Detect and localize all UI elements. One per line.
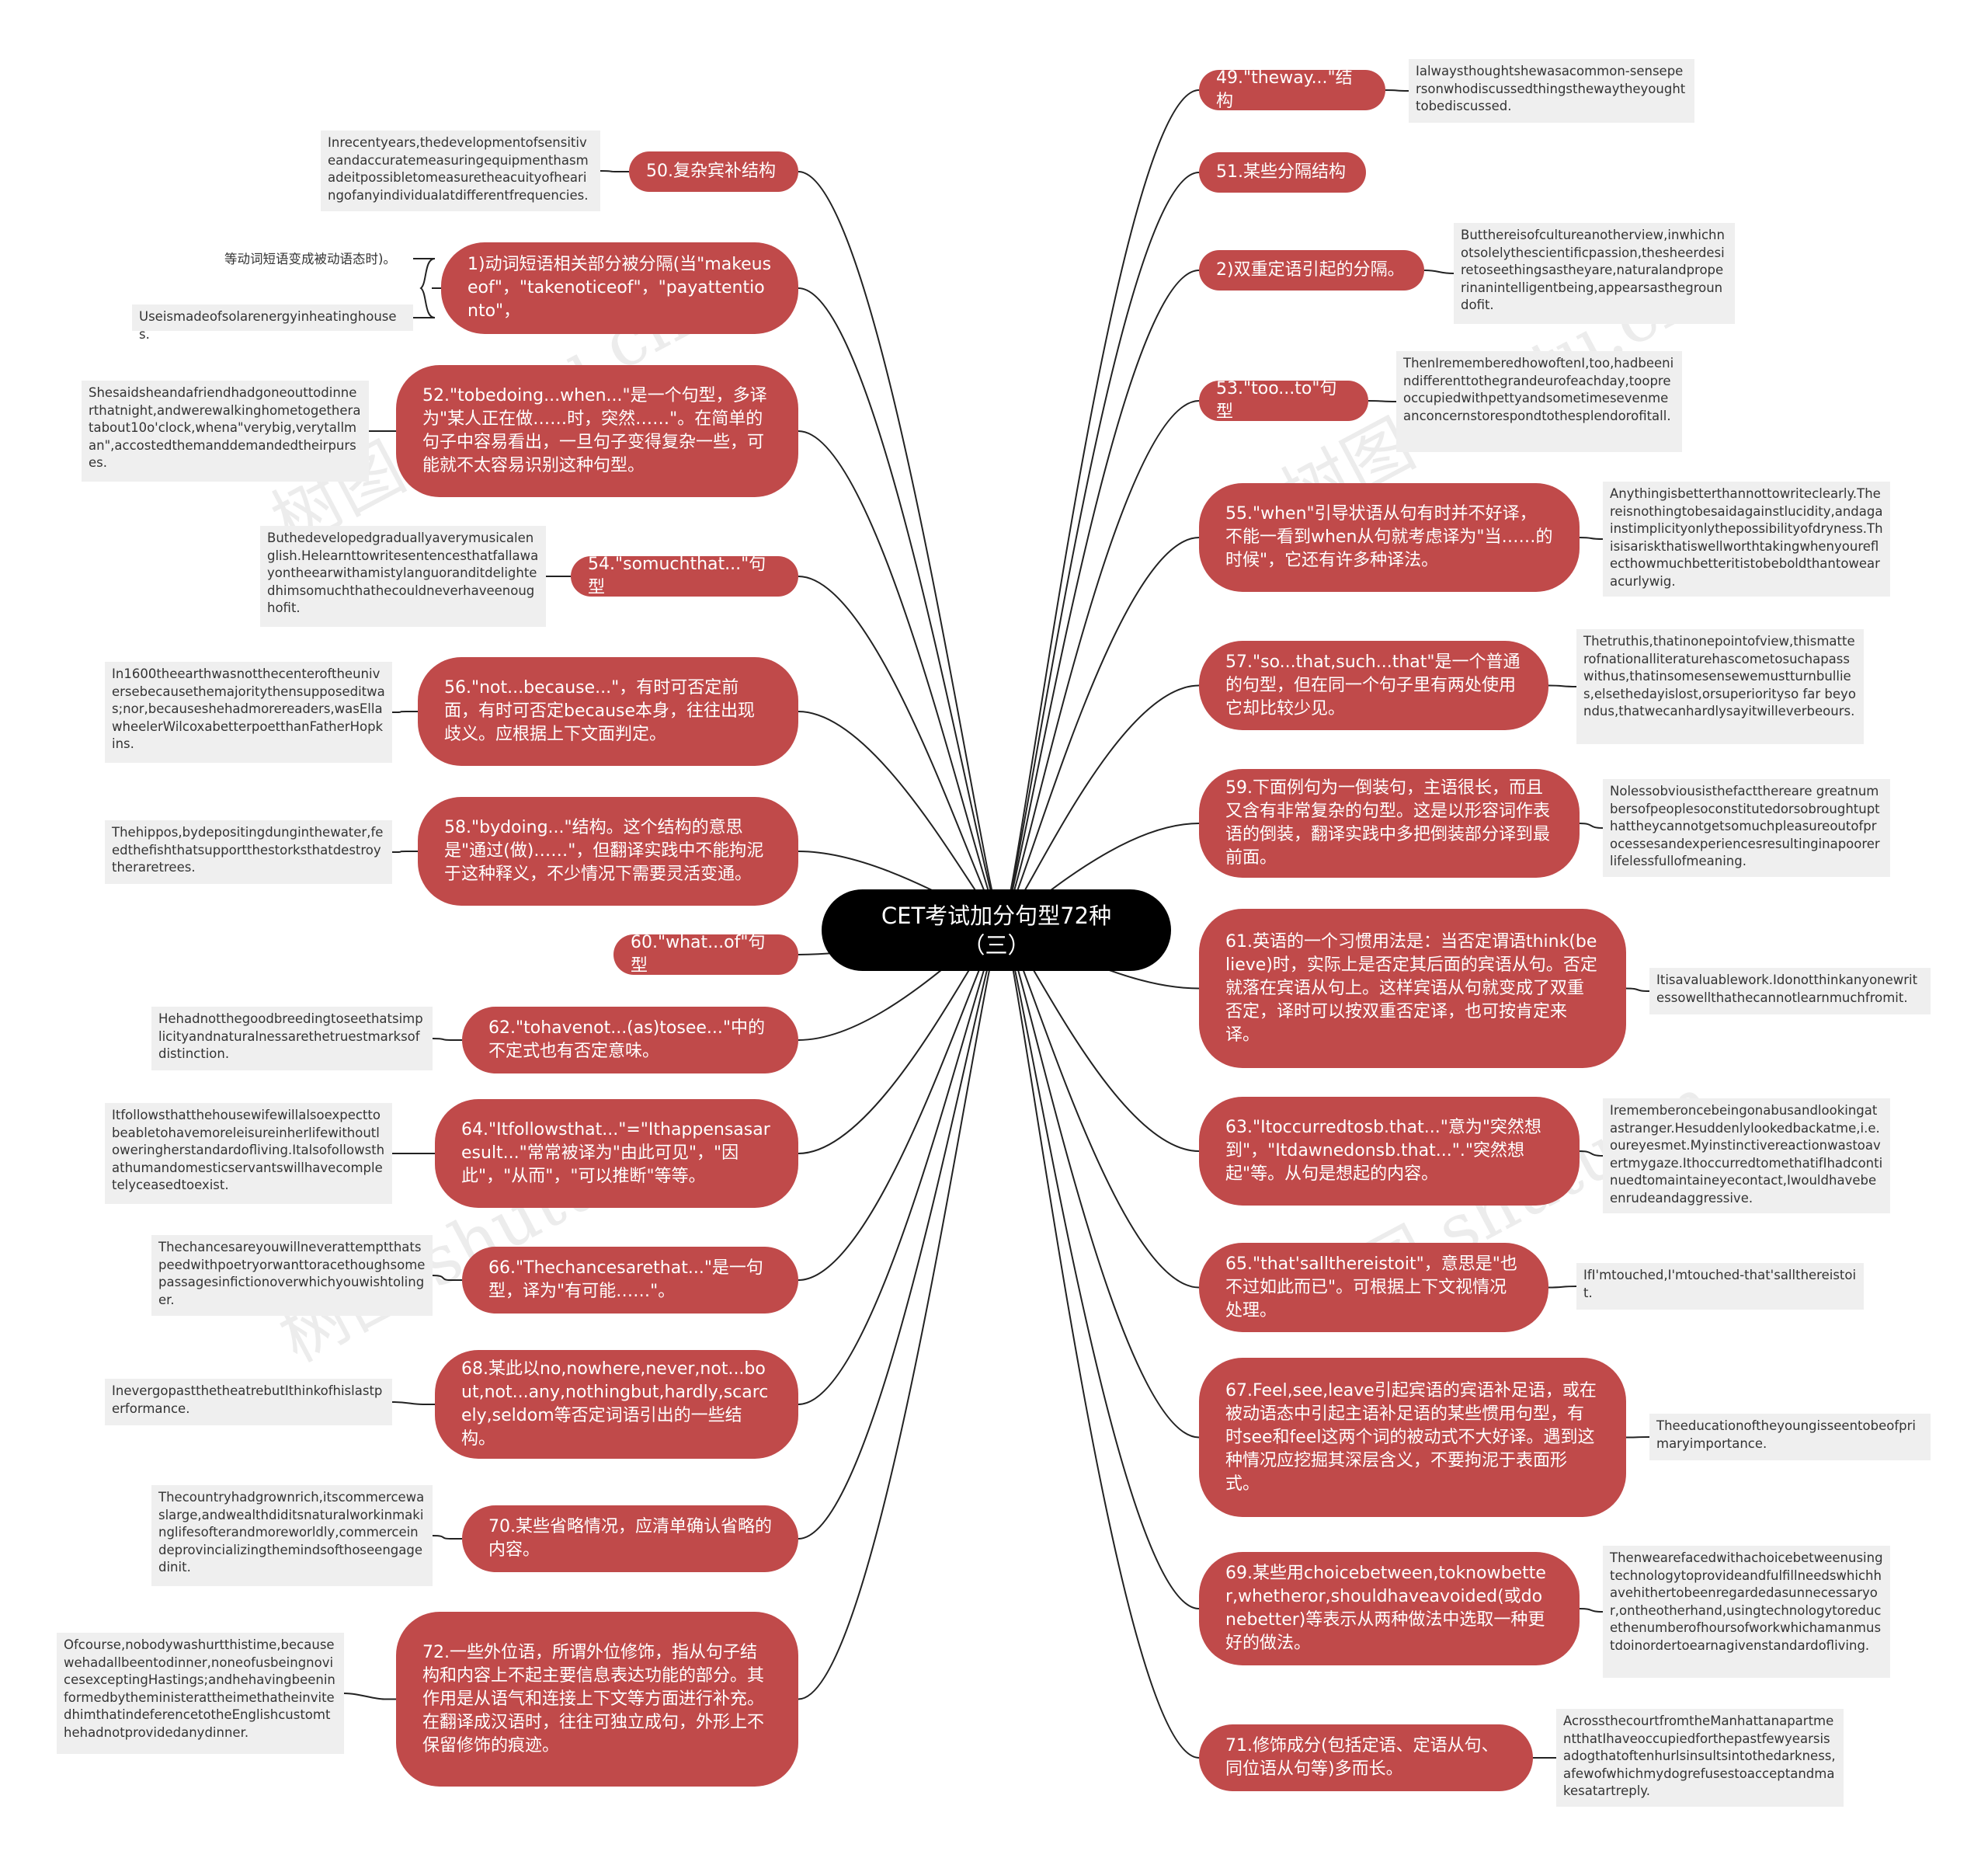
note-1b: Useismadeofsolarenergyinheatinghouses.	[132, 304, 413, 342]
connector-line	[1579, 537, 1604, 540]
connector-line	[600, 170, 629, 172]
branch-52[interactable]: 52."tobedoing...when..."是一个句型，多译为"某人正在做……	[396, 365, 798, 497]
branch-62[interactable]: 62."tohavenot...(as)tosee..."中的不定式也有否定意味…	[462, 1007, 798, 1073]
connector-line	[391, 1401, 435, 1405]
note-71: AcrossthecourtfromtheManhattanapartmentt…	[1556, 1709, 1844, 1807]
branch-56[interactable]: 56."not...because..."，有时可否定前面，有时可否定becau…	[418, 657, 798, 766]
connector-line	[343, 1693, 396, 1700]
connector-line	[1368, 400, 1397, 402]
branch-54[interactable]: 54."somuchthat..."句型	[571, 555, 798, 597]
connector-line	[1625, 987, 1650, 992]
connector-line	[1579, 1608, 1604, 1613]
connector-line	[1001, 400, 1200, 924]
note-57: Thetruthis,thatinonepointofview,thismatt…	[1576, 629, 1864, 744]
connector-line	[1001, 172, 1200, 924]
note-50: Inrecentyears,thedevelopmentofsensitivea…	[321, 130, 600, 211]
branch-69[interactable]: 69.某些用choicebetween,toknowbetter,whether…	[1199, 1552, 1580, 1665]
note-67: Theeducationoftheyoungisseentobeofprimar…	[1649, 1414, 1931, 1460]
note-1a: 等动词短语变成被动语态时)。	[224, 252, 396, 266]
branch-70[interactable]: 70.某些省略情况，应清单确认省略的内容。	[462, 1505, 798, 1572]
note-65: IfI'mtouched,I'mtouched-that'sallthereis…	[1576, 1263, 1864, 1310]
connector-line	[1001, 923, 1200, 1759]
note-52: Shesaidsheandafriendhadgoneouttodinnerth…	[82, 381, 369, 482]
branch-68[interactable]: 68.某此以no,nowhere,never,not...bout,not...…	[435, 1350, 798, 1459]
branch-58[interactable]: 58."bydoing..."结构。这个结构的意思是"通过(做)……"，但翻译实…	[418, 797, 798, 906]
note-49: Ialwaysthoughtshewasacommon-sensepersonw…	[1409, 59, 1694, 123]
connector-line	[1625, 1436, 1650, 1439]
branch-59[interactable]: 59.下面例句为一倒装句，主语很长，而且又含有非常复杂的句型。这是以形容词作表语…	[1199, 769, 1580, 878]
connector-line	[1423, 270, 1455, 274]
branch-66[interactable]: 66."Thechancesarethat..."是一句型，译为"有可能……"。	[462, 1247, 798, 1314]
note-72: Ofcourse,nobodywashurtthistime,becausewe…	[57, 1633, 344, 1754]
connector-line	[1548, 684, 1577, 687]
connector-line	[432, 1535, 462, 1540]
note-2: Butthereisofcultureanotherview,inwhichno…	[1454, 223, 1735, 324]
branch-61[interactable]: 61.英语的一个习惯用法是：当否定谓语think(believe)时，实际上是否…	[1199, 909, 1626, 1068]
note-62: Hehadnotthegoodbreedingtoseethatsimplici…	[151, 1007, 433, 1070]
connector-line	[1385, 89, 1409, 92]
branch-50[interactable]: 50.复杂宾补结构	[629, 151, 798, 192]
note-63: Irememberoncebeingonabusandlookingatastr…	[1603, 1098, 1890, 1213]
connector-line	[1579, 823, 1604, 829]
connector-line	[798, 287, 1003, 924]
branch-63[interactable]: 63."Itoccurredtosb.that..."意为"突然想到"，"Itd…	[1199, 1097, 1580, 1206]
root-title: CET考试加分句型72种（三）	[881, 902, 1112, 959]
connector-line	[1001, 537, 1200, 924]
connector-line	[1548, 1286, 1577, 1289]
note-66: Thechancesareyouwillneverattemptthatspee…	[151, 1235, 433, 1316]
connector-line	[1001, 89, 1200, 924]
connector-line	[1579, 1150, 1604, 1157]
branch-51[interactable]: 51.某些分隔结构	[1199, 152, 1366, 193]
connector-line	[798, 171, 1003, 924]
note-64: Itfollowsthatthehousewifewillalsoexpectt…	[105, 1103, 392, 1204]
note-54: Buthedevelopedgraduallyaverymusicalengli…	[260, 526, 546, 627]
connector-line	[798, 576, 1003, 924]
branch-49[interactable]: 49."theway..."结构	[1199, 68, 1385, 111]
branch-67[interactable]: 67.Feel,see,leave引起宾语的宾语补足语，或在被动语态中引起主语补…	[1199, 1358, 1626, 1517]
connector-line	[1001, 270, 1200, 924]
note-59: Nolessobviousisthefactthereare greatnumb…	[1603, 779, 1890, 877]
branch-1-phrase-split[interactable]: 1)动词短语相关部分被分隔(当"makeuseof"，"takenoticeof…	[441, 242, 798, 334]
connector-line	[798, 923, 1003, 1281]
branch-65[interactable]: 65."that'sallthereistoit"，意思是"也不过如此而已"。可…	[1199, 1243, 1548, 1332]
note-56: In1600theearthwasnotthecenteroftheuniver…	[105, 662, 392, 763]
note-61: Itisavaluablework.Idonotthinkanyonewrite…	[1649, 968, 1931, 1014]
note-53: ThenIrememberedhowoftenI,too,hadbeenindi…	[1396, 351, 1682, 452]
note-68: InevergopastthetheatrebutIthinkofhislast…	[105, 1379, 392, 1425]
connector-line	[419, 258, 436, 318]
branch-57[interactable]: 57."so...that,such...that"是一个普通的句型，但在同一个…	[1199, 641, 1548, 730]
branch-53[interactable]: 53."too...to"句型	[1199, 379, 1368, 422]
note-55: Anythingisbetterthannottowriteclearly.Th…	[1603, 482, 1890, 597]
branch-71[interactable]: 71.修饰成分(包括定语、定语从句、同位语从句等)多而长。	[1199, 1724, 1533, 1791]
branch-64[interactable]: 64."Itfollowsthat..."="Ithappensasaresul…	[435, 1099, 798, 1208]
branch-2-double-attr[interactable]: 2)双重定语引起的分隔。	[1199, 250, 1424, 291]
connector-line	[432, 1038, 462, 1041]
connector-line	[1001, 923, 1200, 1439]
connector-line	[432, 1275, 462, 1281]
root-topic[interactable]: CET考试加分句型72种（三）	[822, 889, 1171, 971]
branch-60[interactable]: 60."what...of"句型	[613, 933, 798, 976]
note-58: Thehippos,bydepositingdunginthewater,fee…	[105, 820, 392, 884]
note-70: Thecountryhadgrownrich,itscommercewaslar…	[151, 1485, 433, 1586]
note-69: Thenwearefacedwithachoicebetweenusingtec…	[1603, 1546, 1890, 1678]
branch-55[interactable]: 55."when"引导状语从句有时并不好译，不能一看到when从句就考虑译为"当…	[1199, 483, 1580, 592]
branch-72[interactable]: 72.一些外位语，所谓外位修饰，指从句子结构和内容上不起主要信息表达功能的部分。…	[396, 1612, 798, 1787]
connector-line	[1001, 923, 1200, 1289]
connector-line	[391, 851, 418, 853]
